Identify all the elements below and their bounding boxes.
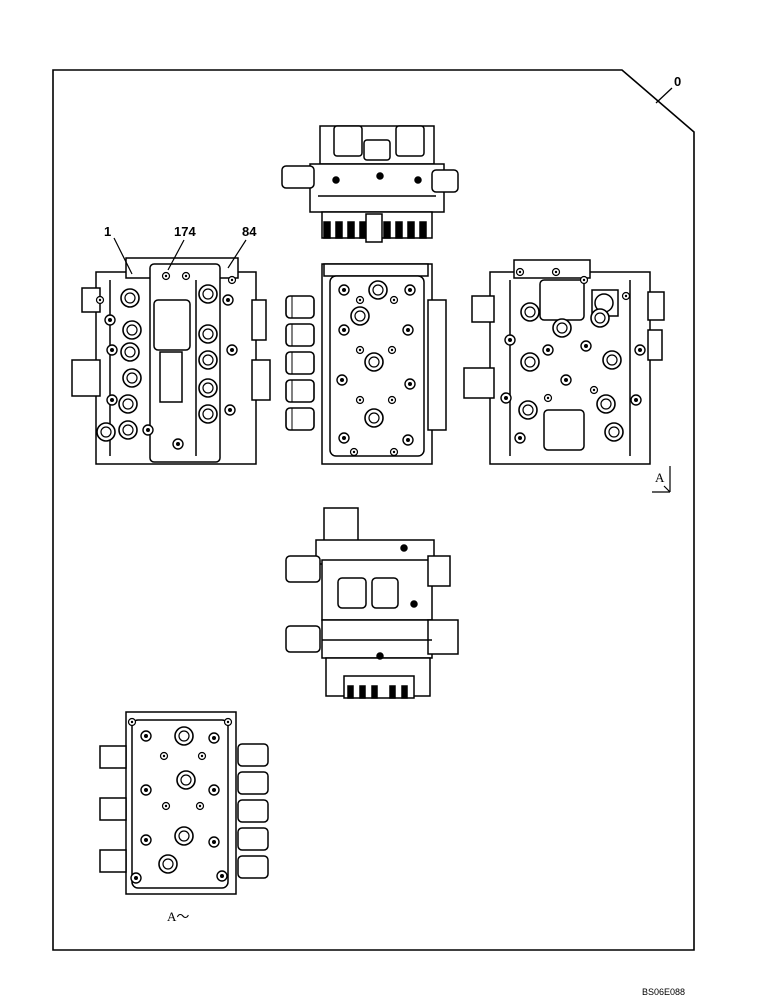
drawing-code: BS06E088 (642, 987, 686, 997)
callout-1: 1 (104, 224, 112, 239)
view-arrow-a (652, 466, 671, 493)
valve-top-view (281, 125, 459, 243)
valve-right-view (463, 259, 665, 465)
drawing-border (52, 69, 695, 951)
view-a-label: A～ (167, 909, 190, 924)
callout-0: 0 (674, 74, 682, 89)
front-view-solenoids (285, 295, 447, 431)
callout-84: 84 (242, 224, 257, 239)
valve-bottom-view (285, 507, 459, 699)
view-arrow-label: A (655, 470, 665, 485)
leader-174 (167, 239, 185, 271)
leader-0 (655, 87, 673, 104)
callout-174: 174 (174, 224, 196, 239)
leader-84 (227, 239, 247, 269)
leader-1 (113, 237, 133, 275)
